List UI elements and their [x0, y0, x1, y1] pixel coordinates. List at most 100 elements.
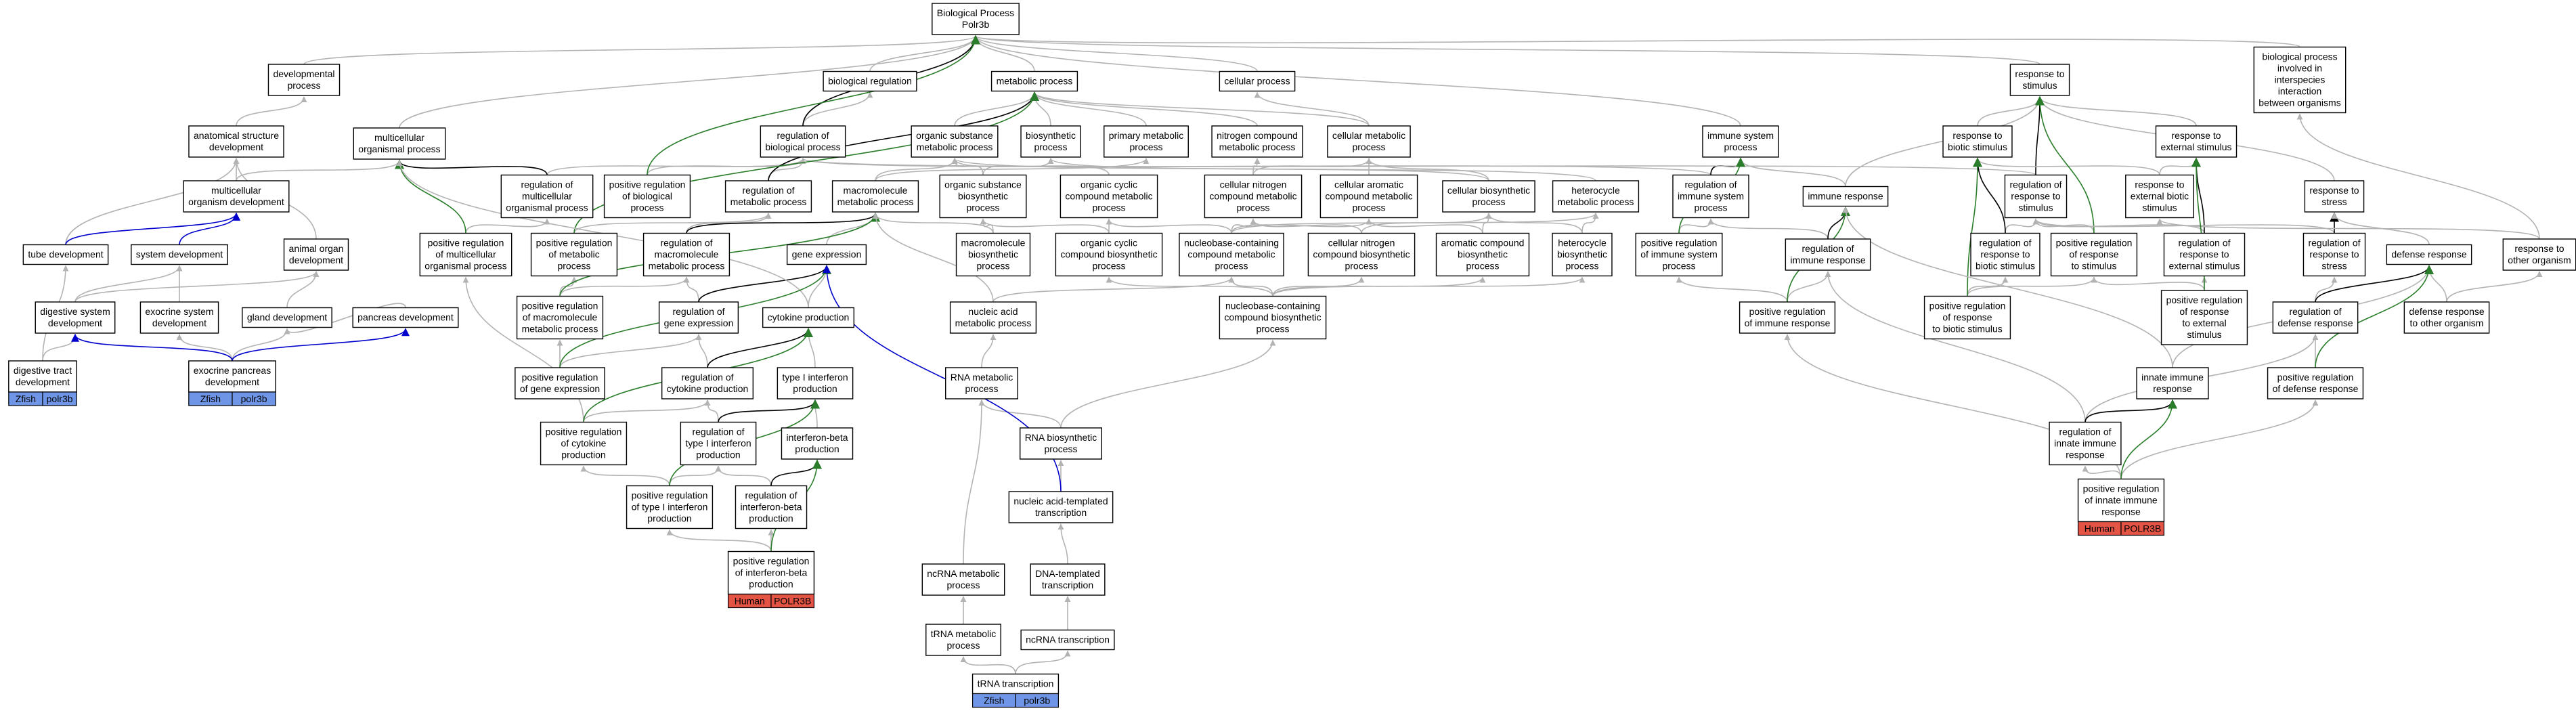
edge-regulates-regrespbio-to-respbiotic: [1973, 157, 2006, 234]
term-node-defresp[interactable]: defense response: [2386, 244, 2472, 265]
term-node-sysdev[interactable]: system development: [131, 244, 228, 265]
term-label-line: positive regulation: [1929, 301, 2006, 311]
edge-is-a-digdev-to-sysdev: [74, 265, 183, 303]
term-label-line: production: [696, 450, 740, 460]
edge-is-a-cellnitrobio-to-cellnitro: [1250, 218, 1362, 234]
term-node-immresp[interactable]: immune response: [1802, 186, 1889, 207]
term-node-cytoprod[interactable]: cytokine production: [762, 307, 855, 328]
term-node-tubedev[interactable]: tube development: [22, 244, 109, 265]
term-node-geneexp[interactable]: gene expression: [786, 244, 867, 265]
edge-is-a-nucleobio-to-heterobio: [1272, 276, 1586, 297]
term-node-bioreg[interactable]: biological regulation: [823, 70, 917, 92]
term-node-cellproc[interactable]: cellular process: [1219, 70, 1296, 92]
term-node-trnatrans[interactable]: tRNA transcription: [972, 673, 1060, 695]
term-node-pancdev[interactable]: pancreas development: [352, 307, 459, 328]
term-node-metproc[interactable]: metabolic process: [990, 70, 1078, 92]
term-node-glanddev[interactable]: gland development: [242, 307, 332, 328]
term-node-ncrnatrans[interactable]: ncRNA transcription: [1020, 629, 1115, 651]
term-box: [831, 180, 919, 213]
term-label-line: development: [48, 318, 102, 328]
